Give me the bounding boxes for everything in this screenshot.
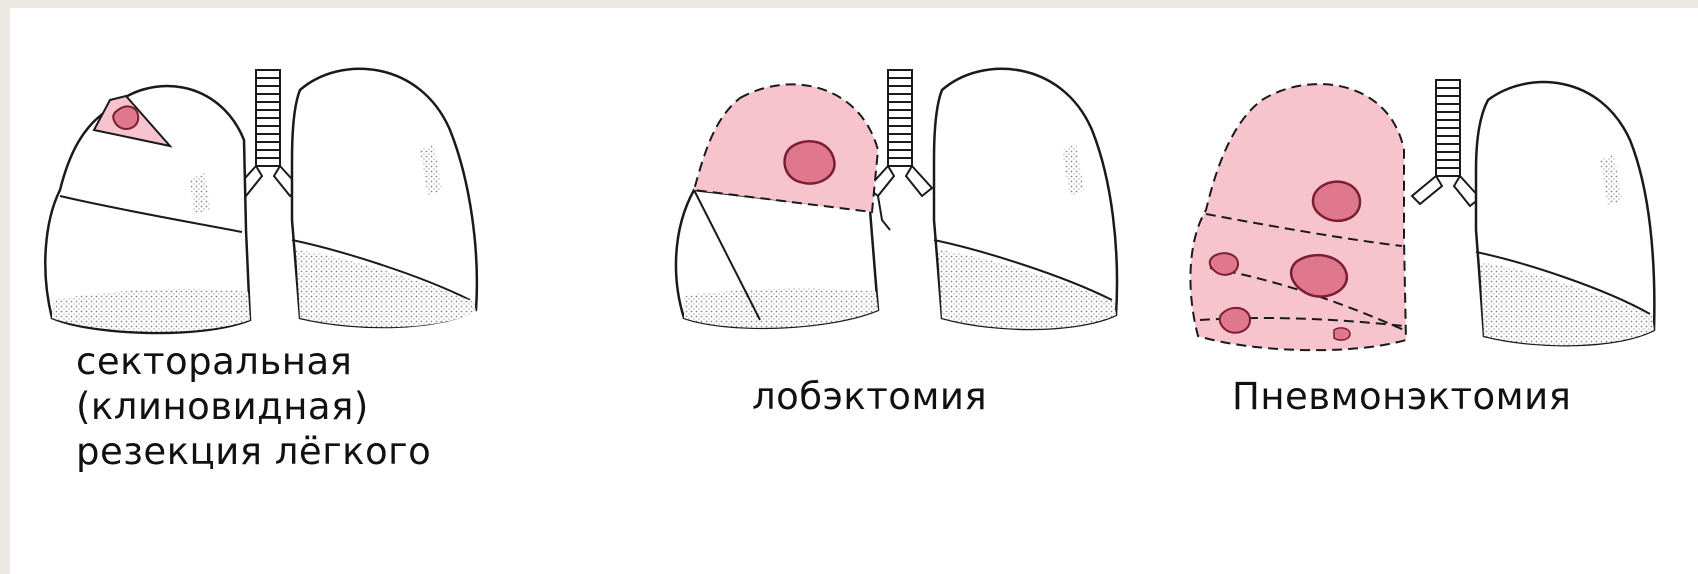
caption-line: Пневмонэктомия xyxy=(1232,374,1571,419)
panel-lobectomy xyxy=(676,69,1117,329)
caption-wedge-resection: секторальная (клиновидная) резекция лёгк… xyxy=(76,339,431,474)
tumor-icon xyxy=(1334,328,1350,340)
bronchi xyxy=(1412,176,1480,206)
caption-line: резекция лёгкого xyxy=(76,429,431,474)
tumor-icon xyxy=(1313,182,1360,221)
caption-pneumonectomy: Пневмонэктомия xyxy=(1232,374,1571,419)
trachea xyxy=(888,70,912,166)
trachea xyxy=(1436,80,1460,176)
caption-line: секторальная xyxy=(76,339,431,384)
panel-wedge-resection xyxy=(45,69,477,333)
caption-line: (клиновидная) xyxy=(76,384,431,429)
tumor-icon xyxy=(1210,253,1238,275)
bronchi xyxy=(868,166,932,196)
trachea xyxy=(256,70,280,166)
panel-pneumonectomy xyxy=(1190,80,1654,350)
lobe-resected-area xyxy=(694,84,878,212)
tumor-icon xyxy=(785,141,835,183)
caption-line: лобэктомия xyxy=(752,374,987,419)
caption-lobectomy: лобэктомия xyxy=(752,374,987,419)
tumor-icon xyxy=(1220,308,1250,333)
tumor-icon xyxy=(113,106,138,129)
